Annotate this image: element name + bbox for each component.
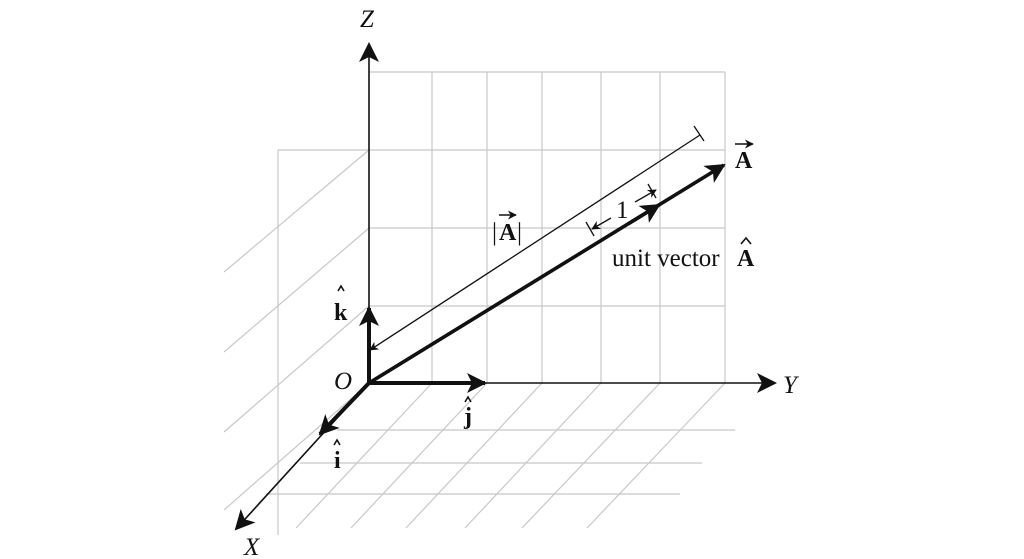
i-hat-label: i (333, 438, 341, 474)
j-hat-caret (464, 395, 472, 403)
unit-vector-symbol: A (737, 246, 755, 272)
unit-dimension-tick-left (585, 221, 595, 237)
unit-vector-label: unit vector A (612, 236, 755, 272)
unit-dimension-tick-right (647, 183, 657, 199)
left-wall-grid (223, 149, 370, 535)
unit-vector-arrow (627, 203, 661, 226)
z-axis-label: Z (360, 6, 375, 33)
magnitude-open-bar: | (492, 219, 497, 246)
floor-grid (266, 382, 735, 529)
j-hat-letter: j (463, 404, 472, 430)
unit-vector-caret (740, 236, 752, 245)
origin-label: O (334, 368, 352, 395)
i-hat-caret (333, 438, 341, 446)
i-hat-letter: i (334, 448, 341, 474)
x-axis-label: X (243, 534, 261, 559)
y-axis-label: Y (783, 372, 800, 399)
unit-dimension-line (591, 217, 612, 230)
vector-a-label: A (735, 139, 754, 174)
magnitude-label: | A | (492, 210, 522, 246)
k-hat-caret (337, 284, 345, 292)
back-wall-grid (369, 71, 726, 383)
vector-a (368, 163, 726, 385)
k-hat-letter: k (334, 300, 348, 326)
magnitude-dimension-tick (693, 125, 705, 142)
unit-length-label: 1 (616, 197, 629, 224)
magnitude-close-bar: | (517, 219, 522, 246)
magnitude-dimension-line (369, 134, 701, 351)
magnitude-symbol: A (499, 220, 517, 246)
j-hat-label: j (463, 395, 472, 430)
k-hat-label: k (334, 284, 348, 326)
vector-a-letter: A (735, 148, 753, 174)
i-hat-vector (318, 381, 371, 436)
unit-vector-text: unit vector (612, 245, 720, 272)
